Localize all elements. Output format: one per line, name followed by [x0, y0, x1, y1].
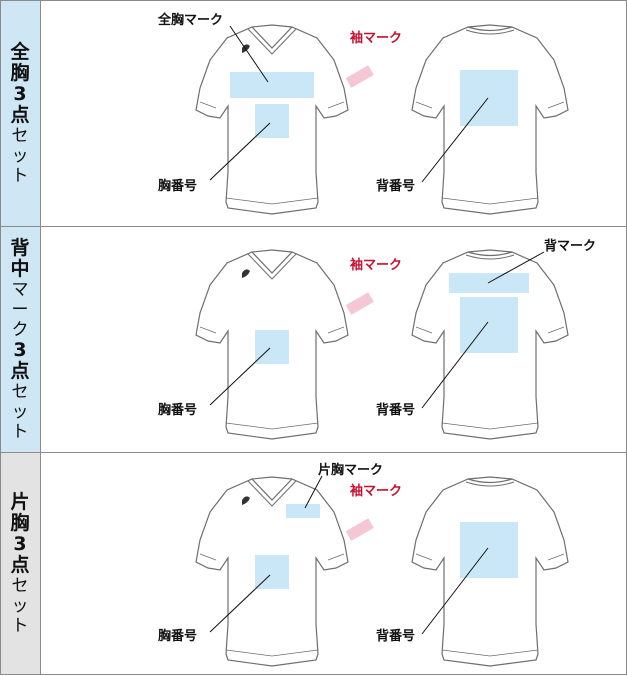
row3-sleeve-label: 袖マーク: [350, 483, 402, 499]
row2-back-mark-label: 背マーク: [544, 238, 596, 254]
row3-label-char: ト: [11, 616, 29, 636]
row1-label-char: ト: [11, 165, 29, 186]
row1-label-char: 点: [10, 103, 30, 126]
row1-label-char: 3: [13, 82, 27, 105]
row3-sleeve-area: [345, 518, 374, 541]
row1-label-cell: [0, 0, 41, 227]
row2-leader-back-mark: [487, 251, 545, 284]
row1-label-char: ッ: [11, 145, 29, 166]
row3-leader-one-chest: [304, 475, 323, 509]
row3-one-chest-area: [286, 504, 320, 518]
row1-back-number-label: 背番号: [376, 178, 415, 194]
row3-leader-back-number: [421, 547, 489, 635]
row2-label-char: セ: [11, 382, 29, 402]
row2-label-cell: [0, 226, 41, 453]
row3-back-number-label: 背番号: [376, 628, 415, 644]
row1-full-chest-label: 全胸マーク: [157, 12, 223, 28]
row3-label-char: 3: [13, 533, 27, 555]
row1-leader-full-chest: [229, 25, 269, 83]
row3-set-label: 片 胸 3 点 セ ッ ト: [0, 453, 40, 675]
row2-set-label: 背 中 マ ー ク 3 点 セ ッ ト: [0, 227, 40, 453]
row1-full-chest-area: [230, 72, 314, 98]
row1-back-number-area: [460, 70, 518, 126]
row3-label-char: ッ: [11, 596, 29, 616]
row1-label-char: 全: [10, 40, 30, 63]
row1-label-char: セ: [11, 125, 29, 146]
row3-leader-chest-number: [209, 574, 271, 633]
row2-sleeve-label: 袖マーク: [350, 257, 402, 273]
row2-label-char: マ: [11, 280, 29, 300]
row2-label-char: ク: [11, 320, 29, 340]
row2-chest-number-area: [255, 330, 289, 364]
row2-leader-back-number: [421, 321, 489, 409]
row2-chest-number-label: 胸番号: [158, 402, 197, 418]
row2-leader-chest-number: [209, 347, 271, 406]
row2-sleeve-area: [345, 292, 374, 315]
row2-back-number-label: 背番号: [376, 402, 415, 418]
row2-back-number-area: [460, 297, 518, 353]
row1-sleeve-label: 袖マーク: [350, 30, 402, 46]
row3-label-char: 胸: [10, 512, 30, 534]
row3-back-number-area: [460, 522, 518, 578]
row2-label-char: 背: [10, 237, 30, 259]
row1-chest-number-label: 胸番号: [158, 178, 197, 194]
row2-label-char: 点: [10, 360, 30, 382]
row3-chest-number-label: 胸番号: [158, 628, 197, 644]
row2-label-char: 中: [10, 258, 30, 280]
row1-set-label: 全 胸 3 点 セ ッ ト: [0, 0, 40, 227]
row1-sleeve-area: [345, 65, 374, 88]
row1-leader-chest-number: [209, 122, 271, 181]
row2-label-char: ト: [11, 422, 29, 442]
row2-label-char: ー: [11, 300, 29, 320]
row3-one-chest-label: 片胸マーク: [318, 462, 383, 478]
row3-label-char: 点: [10, 554, 30, 576]
row3-label-char: セ: [11, 576, 29, 596]
row3-label-char: 片: [10, 491, 30, 513]
row1-label-char: 胸: [10, 61, 30, 84]
row2-label-char: ッ: [11, 402, 29, 422]
row1-leader-back-number: [421, 97, 489, 183]
row2-label-char: 3: [13, 339, 27, 361]
